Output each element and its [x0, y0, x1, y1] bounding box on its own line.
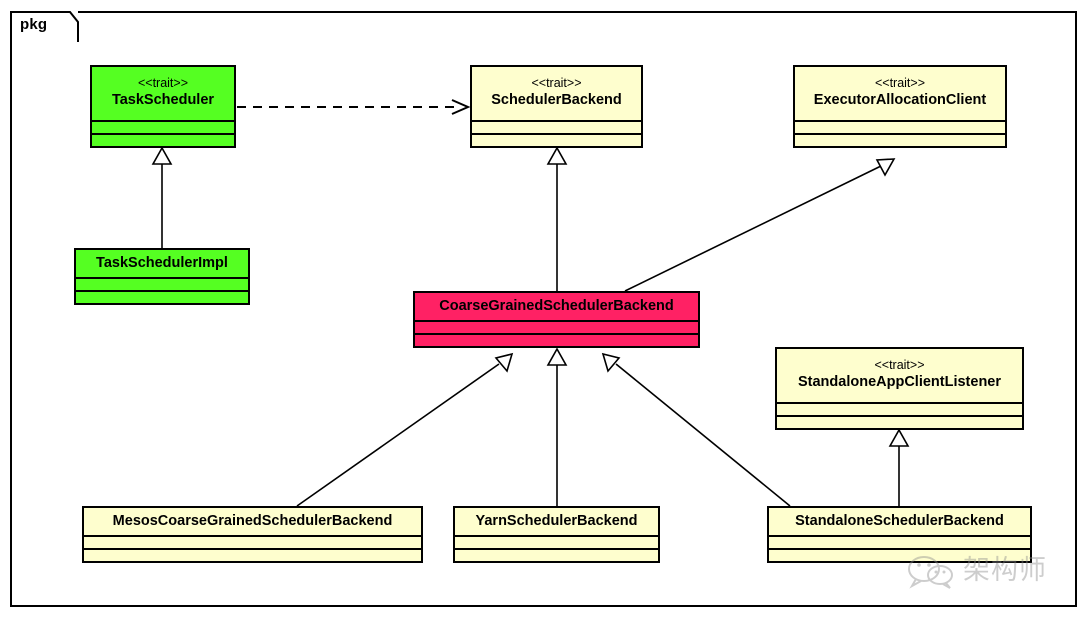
class-name-label: TaskScheduler [111, 92, 215, 108]
class-node-mesos-coarse-grained-scheduler-backend[interactable]: MesosCoarseGrainedSchedulerBackend [82, 506, 423, 563]
node-header: <<trait>> ExecutorAllocationClient [795, 67, 1005, 120]
class-node-executor-allocation-client[interactable]: <<trait>> ExecutorAllocationClient [793, 65, 1007, 148]
class-name-label: TaskSchedulerImpl [96, 254, 228, 271]
stereotype-label: <<trait>> [137, 76, 189, 90]
node-header: <<trait>> SchedulerBackend [472, 67, 641, 120]
stereotype-label: <<trait>> [874, 76, 926, 90]
attributes-compartment [415, 320, 698, 333]
class-node-scheduler-backend[interactable]: <<trait>> SchedulerBackend [470, 65, 643, 148]
class-name-label: StandaloneSchedulerBackend [795, 512, 1004, 529]
package-label: pkg [20, 16, 48, 33]
stereotype-label: <<trait>> [531, 76, 582, 90]
attributes-compartment [777, 402, 1022, 415]
node-header: <<trait>> TaskScheduler [92, 67, 234, 120]
class-name-label: YarnSchedulerBackend [475, 512, 638, 529]
operations-compartment [84, 548, 421, 561]
node-header: <<trait>> StandaloneAppClientListener [777, 349, 1022, 402]
class-node-coarse-grained-scheduler-backend[interactable]: CoarseGrainedSchedulerBackend [413, 291, 700, 348]
operations-compartment [76, 290, 248, 303]
class-name-label: SchedulerBackend [491, 92, 622, 108]
operations-compartment [472, 133, 641, 146]
class-node-standalone-app-client-listener[interactable]: <<trait>> StandaloneAppClientListener [775, 347, 1024, 430]
class-node-task-scheduler-impl[interactable]: TaskSchedulerImpl [74, 248, 250, 305]
stereotype-label: <<trait>> [874, 358, 925, 372]
class-node-yarn-scheduler-backend[interactable]: YarnSchedulerBackend [453, 506, 660, 563]
attributes-compartment [472, 120, 641, 133]
attributes-compartment [769, 535, 1030, 548]
package-tab [10, 11, 80, 43]
node-header: CoarseGrainedSchedulerBackend [415, 293, 698, 320]
class-name-label: MesosCoarseGrainedSchedulerBackend [112, 512, 393, 529]
package-frame-top-border [78, 11, 1077, 13]
attributes-compartment [92, 120, 234, 133]
class-name-label: ExecutorAllocationClient [813, 92, 987, 108]
operations-compartment [415, 333, 698, 346]
package-frame [10, 11, 1077, 607]
operations-compartment [92, 133, 234, 146]
attributes-compartment [455, 535, 658, 548]
class-node-standalone-scheduler-backend[interactable]: StandaloneSchedulerBackend [767, 506, 1032, 563]
attributes-compartment [795, 120, 1005, 133]
operations-compartment [769, 548, 1030, 561]
node-header: MesosCoarseGrainedSchedulerBackend [84, 508, 421, 535]
attributes-compartment [76, 277, 248, 290]
node-header: StandaloneSchedulerBackend [769, 508, 1030, 535]
node-header: YarnSchedulerBackend [455, 508, 658, 535]
class-name-label: CoarseGrainedSchedulerBackend [439, 297, 674, 314]
class-name-label: StandaloneAppClientListener [797, 374, 1002, 390]
operations-compartment [795, 133, 1005, 146]
operations-compartment [777, 415, 1022, 428]
node-header: TaskSchedulerImpl [76, 250, 248, 277]
attributes-compartment [84, 535, 421, 548]
operations-compartment [455, 548, 658, 561]
class-node-task-scheduler[interactable]: <<trait>> TaskScheduler [90, 65, 236, 148]
